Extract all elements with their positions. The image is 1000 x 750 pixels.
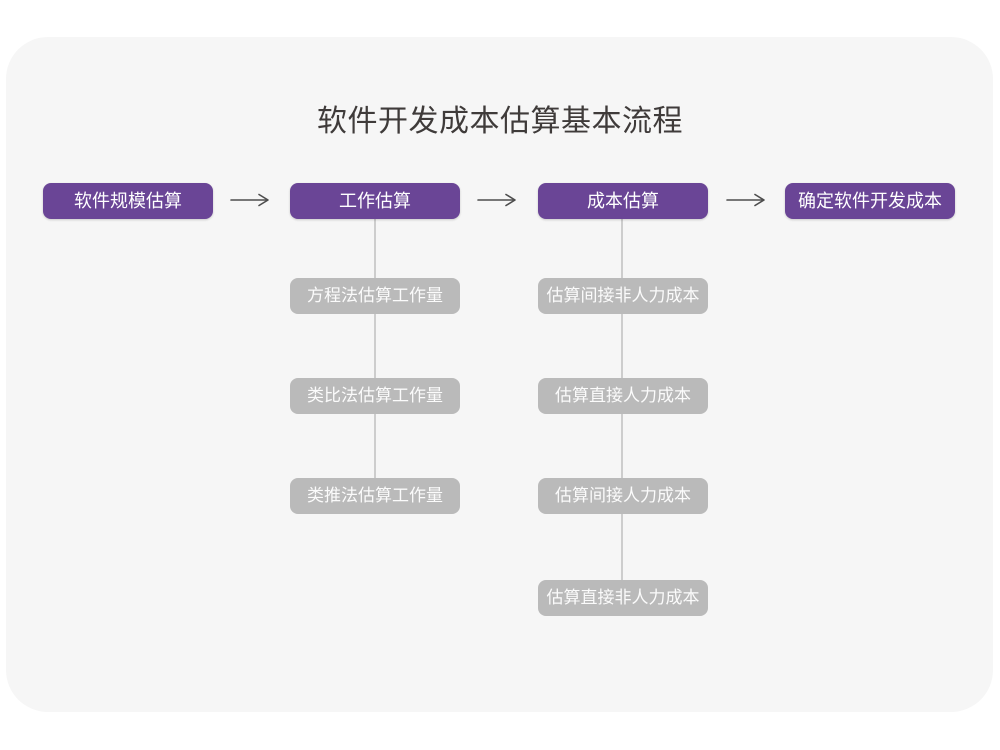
right-arrow-icon — [726, 193, 765, 207]
sub-node-indirect-nonlabor-cost: 估算间接非人力成本 — [538, 278, 708, 314]
sub-node-equation-method: 方程法估算工作量 — [290, 278, 460, 314]
sub-node-extrapolation-method: 类推法估算工作量 — [290, 478, 460, 514]
flow-node-determine-dev-cost: 确定软件开发成本 — [785, 183, 955, 219]
sub-node-analogy-method: 类比法估算工作量 — [290, 378, 460, 414]
diagram-card — [6, 37, 993, 712]
flow-node-work-estimation: 工作估算 — [290, 183, 460, 219]
flow-node-cost-estimation: 成本估算 — [538, 183, 708, 219]
sub-node-direct-nonlabor-cost: 估算直接非人力成本 — [538, 580, 708, 616]
sub-node-direct-labor-cost: 估算直接人力成本 — [538, 378, 708, 414]
right-arrow-icon — [477, 193, 516, 207]
connector-line-work-estimation — [374, 219, 376, 496]
sub-node-indirect-labor-cost: 估算间接人力成本 — [538, 478, 708, 514]
flow-node-software-scale-estimation: 软件规模估算 — [43, 183, 213, 219]
right-arrow-icon — [230, 193, 269, 207]
diagram-title: 软件开发成本估算基本流程 — [317, 105, 683, 138]
